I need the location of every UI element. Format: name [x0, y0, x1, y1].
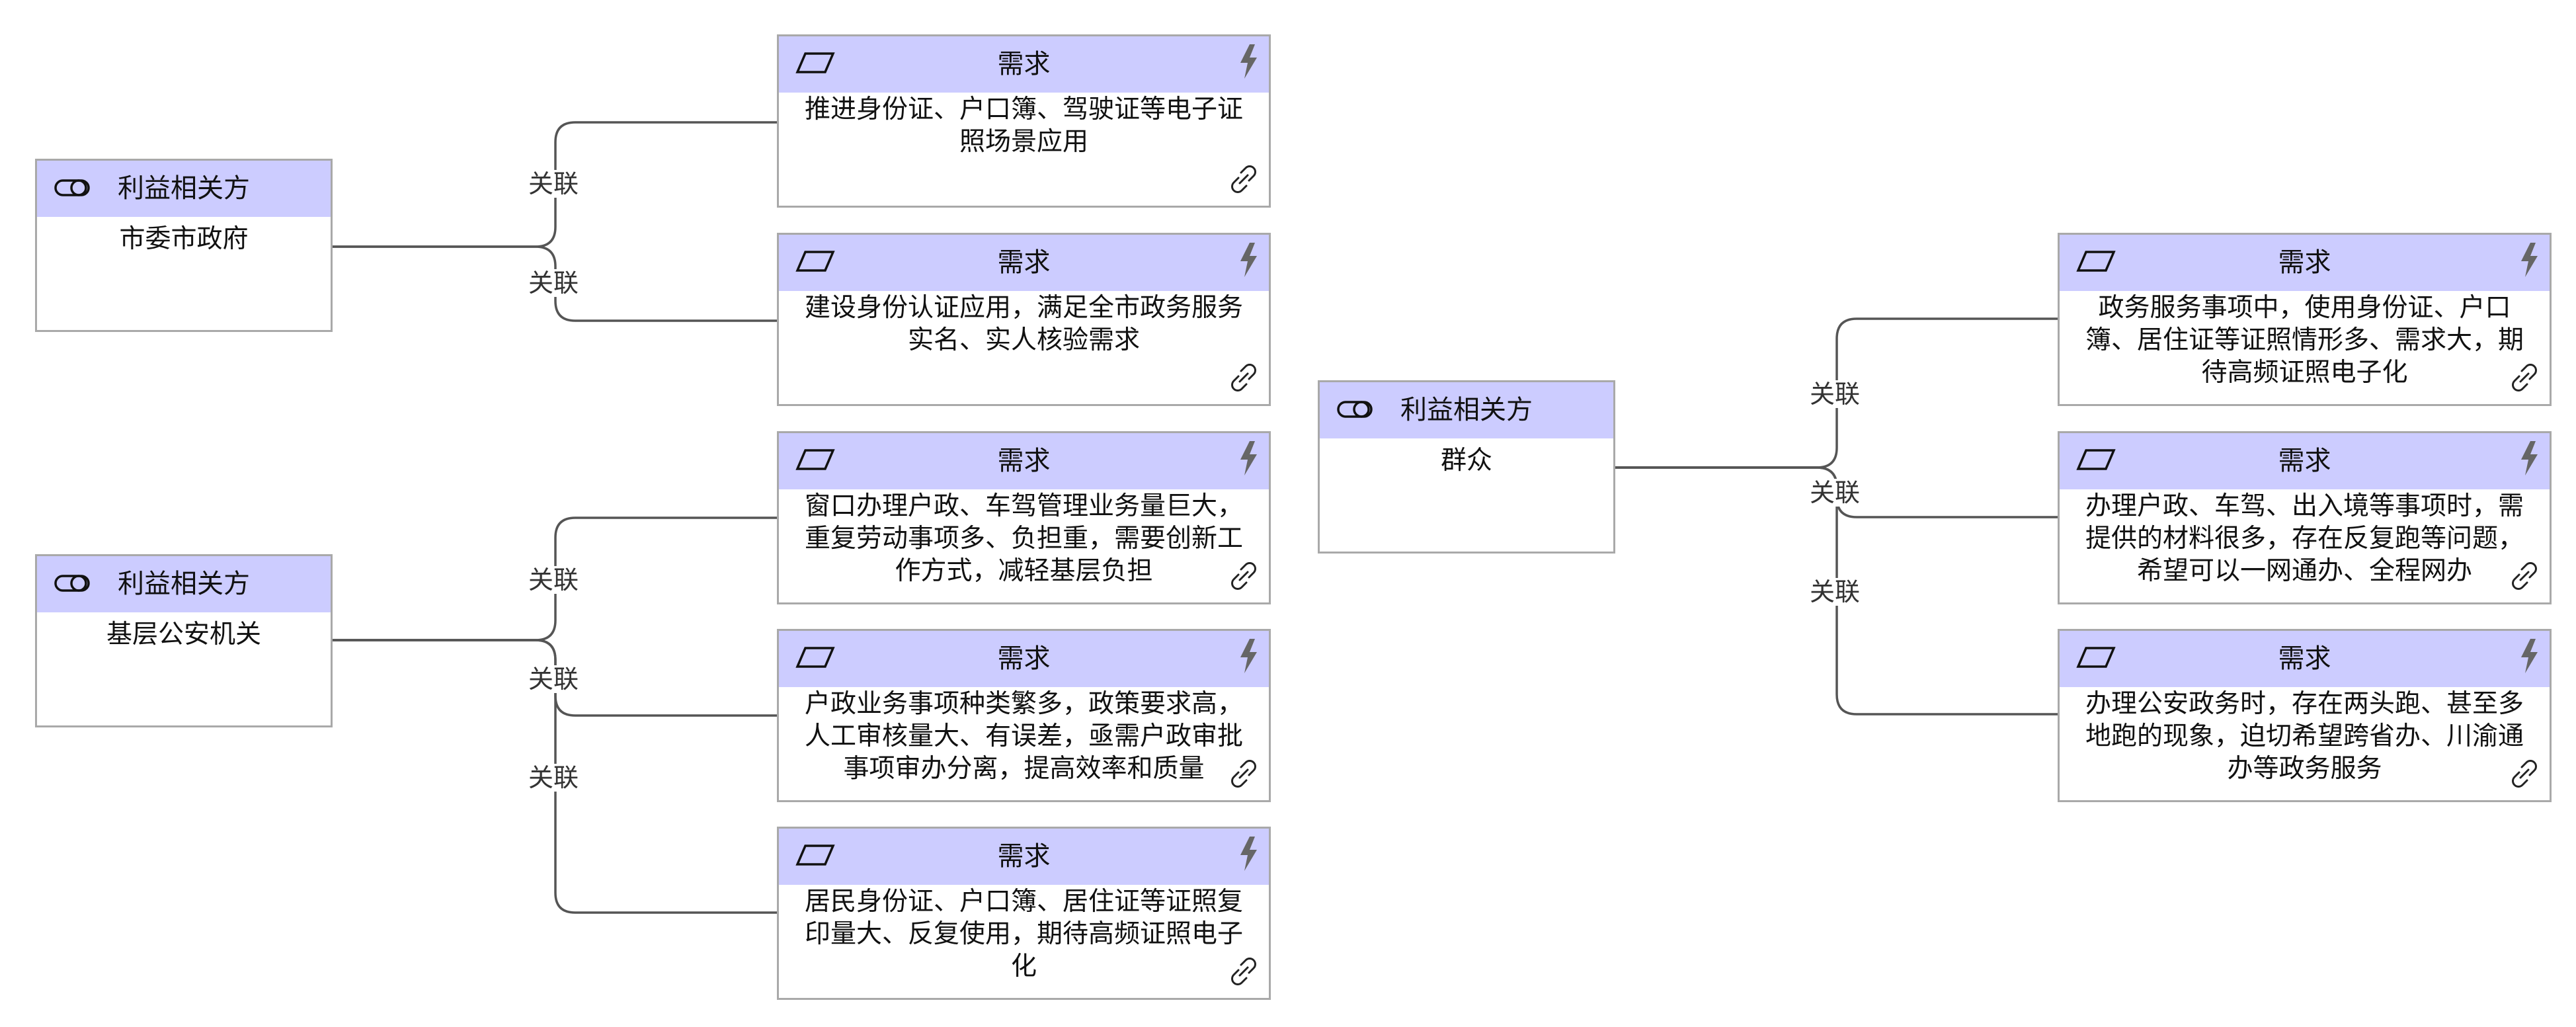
node-type-label: 需求	[997, 49, 1051, 79]
requirement-node[interactable]: 需求 户政业务事项种类繁多，政策要求高，人工审核量大、有误差，亟需户政审批事项审…	[777, 629, 1271, 802]
node-type-label: 利益相关方	[118, 569, 250, 599]
stakeholder-name: 市委市政府	[119, 224, 249, 254]
node-header: 利益相关方	[1320, 382, 1613, 438]
requirement-text: 建设身份认证应用，满足全市政务服务实名、实人核验需求	[804, 293, 1243, 355]
node-type-label: 需求	[997, 247, 1051, 278]
relation-label: 关联	[1808, 577, 1862, 606]
requirement-node[interactable]: 需求 政务服务事项中，使用身份证、户口簿、居住证等证照情形多、需求大，期待高频证…	[2058, 233, 2552, 406]
relation-label: 关联	[527, 565, 581, 595]
lightning-icon	[1237, 637, 1260, 677]
parallelogram-icon	[2075, 248, 2116, 277]
requirement-text: 窗口办理户政、车驾管理业务量巨大，重复劳动事项多、负担重，需要创新工作方式，减轻…	[804, 491, 1243, 586]
requirement-text: 办理户政、车驾、出入境等事项时，需提供的材料很多，存在反复跑等问题，希望可以一网…	[2085, 491, 2524, 586]
stakeholder-toggle-icon	[1336, 395, 1375, 425]
chain-link-icon[interactable]	[1227, 757, 1261, 794]
lightning-icon	[1237, 835, 1260, 875]
requirement-node[interactable]: 需求 办理公安政务时，存在两头跑、甚至多地跑的现象，迫切希望跨省办、川渝通办等政…	[2058, 629, 2552, 802]
node-type-label: 需求	[2278, 247, 2331, 278]
relation-label: 关联	[527, 763, 581, 792]
lightning-icon	[2518, 637, 2540, 677]
stakeholder-node[interactable]: 利益相关方 群众	[1318, 380, 1615, 554]
node-header: 需求	[2060, 235, 2550, 291]
stakeholder-node[interactable]: 利益相关方 市委市政府	[35, 159, 333, 332]
relation-label: 关联	[527, 268, 581, 298]
node-type-label: 需求	[2278, 643, 2331, 674]
node-header: 需求	[779, 235, 1269, 291]
chain-link-icon[interactable]	[1227, 954, 1261, 991]
requirement-text: 推进身份证、户口簿、驾驶证等电子证照场景应用	[804, 95, 1243, 157]
chain-link-icon[interactable]	[2507, 360, 2542, 397]
chain-link-icon[interactable]	[1227, 559, 1261, 596]
chain-link-icon[interactable]	[1227, 360, 1261, 397]
requirement-node[interactable]: 需求 建设身份认证应用，满足全市政务服务实名、实人核验需求	[777, 233, 1271, 406]
chain-link-icon[interactable]	[2507, 757, 2542, 794]
parallelogram-icon	[795, 50, 836, 79]
node-header: 需求	[2060, 433, 2550, 489]
node-type-label: 需求	[2278, 446, 2331, 476]
node-header: 利益相关方	[37, 556, 331, 612]
parallelogram-icon	[795, 644, 836, 673]
lightning-icon	[2518, 241, 2540, 281]
parallelogram-icon	[795, 446, 836, 475]
lightning-icon	[1237, 241, 1260, 281]
node-header: 需求	[2060, 631, 2550, 687]
lightning-icon	[1237, 440, 1260, 479]
requirement-node[interactable]: 需求 推进身份证、户口簿、驾驶证等电子证照场景应用	[777, 34, 1271, 208]
lightning-icon	[2518, 440, 2540, 479]
stakeholder-name: 基层公安机关	[106, 620, 261, 649]
relation-label: 关联	[1808, 380, 1862, 409]
chain-link-icon[interactable]	[1227, 162, 1261, 199]
node-type-label: 需求	[997, 643, 1051, 674]
requirement-node[interactable]: 需求 办理户政、车驾、出入境等事项时，需提供的材料很多，存在反复跑等问题，希望可…	[2058, 431, 2552, 604]
stakeholder-node[interactable]: 利益相关方 基层公安机关	[35, 554, 333, 727]
parallelogram-icon	[2075, 446, 2116, 475]
node-header: 需求	[779, 631, 1269, 687]
parallelogram-icon	[2075, 644, 2116, 673]
requirement-node[interactable]: 需求 窗口办理户政、车驾管理业务量巨大，重复劳动事项多、负担重，需要创新工作方式…	[777, 431, 1271, 604]
lightning-icon	[1237, 43, 1260, 83]
node-header: 需求	[779, 433, 1269, 489]
stakeholder-name: 群众	[1440, 446, 1492, 475]
node-type-label: 利益相关方	[118, 173, 250, 204]
node-header: 需求	[779, 36, 1269, 93]
node-type-label: 需求	[997, 841, 1051, 872]
requirement-text: 居民身份证、户口簿、居住证等证照复印量大、反复使用，期待高频证照电子化	[804, 887, 1243, 981]
relation-label: 关联	[527, 665, 581, 694]
node-header: 利益相关方	[37, 161, 331, 217]
requirement-text: 政务服务事项中，使用身份证、户口簿、居住证等证照情形多、需求大，期待高频证照电子…	[2085, 293, 2524, 388]
parallelogram-icon	[795, 842, 836, 871]
requirement-text: 办理公安政务时，存在两头跑、甚至多地跑的现象，迫切希望跨省办、川渝通办等政务服务	[2085, 689, 2524, 784]
chain-link-icon[interactable]	[2507, 559, 2542, 596]
node-header: 需求	[779, 829, 1269, 885]
relation-label: 关联	[527, 169, 581, 198]
requirement-text: 户政业务事项种类繁多，政策要求高，人工审核量大、有误差，亟需户政审批事项审办分离…	[804, 689, 1243, 784]
node-type-label: 利益相关方	[1400, 395, 1533, 425]
stakeholder-toggle-icon	[53, 569, 93, 598]
parallelogram-icon	[795, 248, 836, 277]
stakeholder-toggle-icon	[53, 174, 93, 203]
relation-label: 关联	[1808, 478, 1862, 507]
requirement-node[interactable]: 需求 居民身份证、户口簿、居住证等证照复印量大、反复使用，期待高频证照电子化	[777, 827, 1271, 1000]
node-type-label: 需求	[997, 446, 1051, 476]
